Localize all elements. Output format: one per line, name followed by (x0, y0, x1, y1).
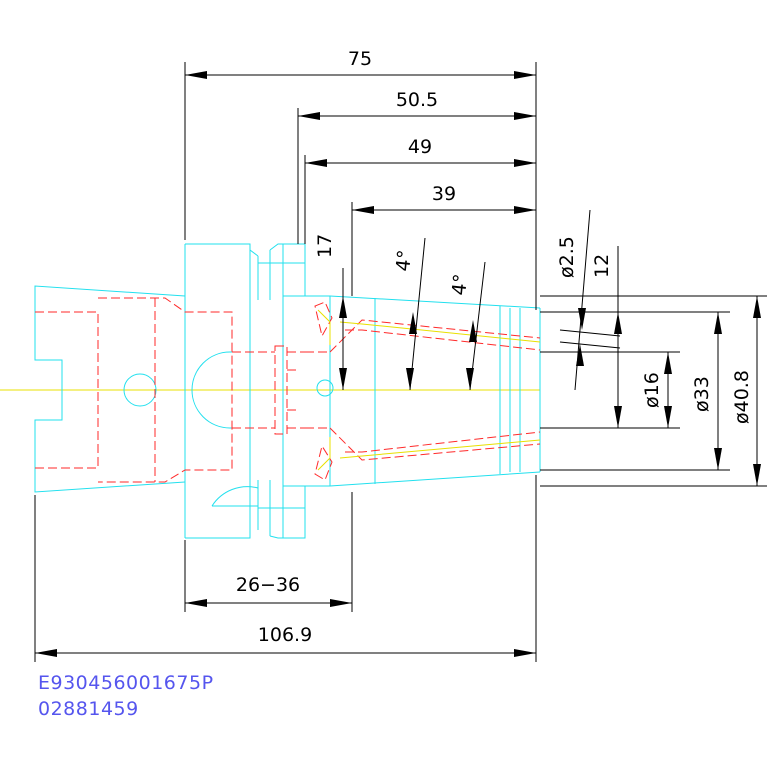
dim-106-9: 106.9 (258, 624, 312, 646)
dim-17: 17 (314, 234, 336, 258)
collet-lines (317, 309, 541, 471)
dim-angle-4-b: 4° (448, 273, 472, 297)
dimension-lines (34, 62, 767, 662)
dim-26-36: 26−36 (236, 574, 300, 596)
dim-angle-4-a: 4° (392, 249, 416, 273)
dim-75: 75 (348, 48, 372, 70)
dim-dia-33: ø33 (691, 376, 713, 412)
arrowheads (35, 71, 761, 657)
dim-49: 49 (408, 136, 432, 158)
dim-39: 39 (432, 183, 456, 205)
dim-12: 12 (591, 254, 613, 278)
part-number: E930456001675P (38, 672, 214, 694)
dim-50-5: 50.5 (396, 89, 438, 111)
order-number: 02881459 (38, 698, 139, 720)
dim-dia-40-8: ø40.8 (731, 370, 753, 424)
hidden-lines (35, 297, 541, 483)
dim-dia-2-5: ø2.5 (556, 236, 578, 278)
dim-dia-16: ø16 (641, 372, 663, 408)
